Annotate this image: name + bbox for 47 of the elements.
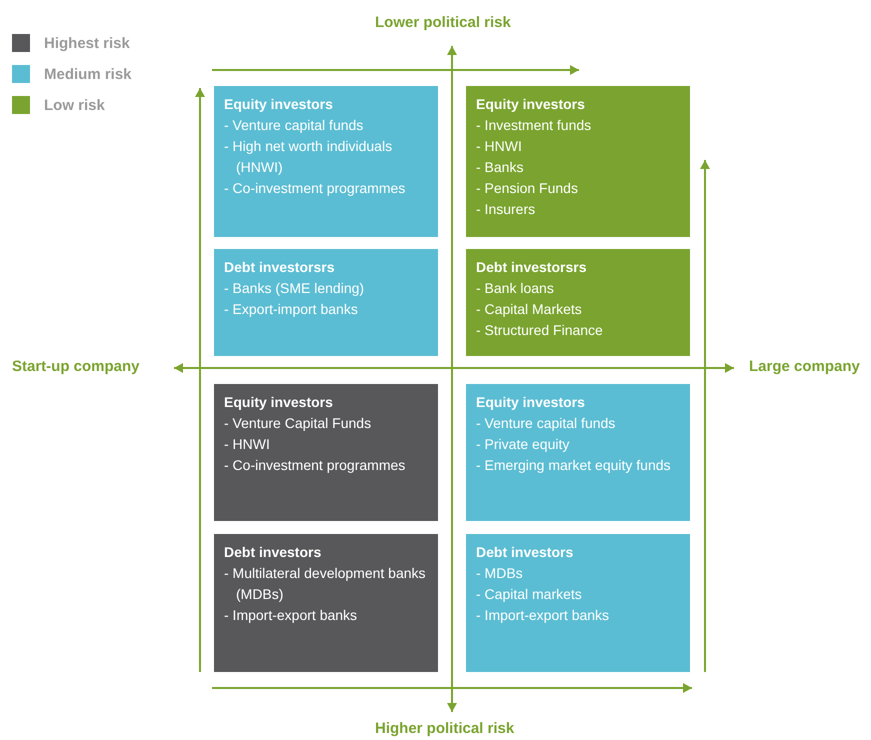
list-item: - Structured Finance — [476, 321, 604, 340]
list-item: - Capital Markets — [476, 300, 583, 319]
box-heading: Equity investors — [476, 393, 586, 412]
legend-label: Highest risk — [44, 34, 130, 52]
list-item: - Venture capital funds — [476, 414, 616, 433]
box-heading: Equity investors — [224, 393, 334, 412]
list-item: - Emerging market equity funds — [476, 456, 672, 475]
list-item: - Co-investment programmes — [224, 179, 406, 198]
investor-box — [466, 534, 690, 672]
box-heading: Equity investors — [476, 95, 586, 114]
list-item: - Insurers — [476, 200, 536, 219]
list-item: - MDBs — [476, 564, 524, 583]
legend-label: Medium risk — [44, 66, 132, 82]
list-item: - Investment funds — [476, 116, 592, 135]
list-item: - Multilateral development banks (MDBs) — [224, 564, 427, 604]
list-item: - Co-investment programmes — [224, 456, 406, 475]
box-heading: Equity investors — [224, 95, 334, 114]
list-item: - Banks (SME lending) — [224, 279, 366, 298]
list-item: - HNWI — [224, 435, 271, 454]
list-item: - HNWI — [476, 137, 523, 156]
axis-label: Start-up company — [12, 358, 140, 375]
investor-box — [214, 384, 438, 521]
list-item: - Capital markets — [476, 585, 583, 604]
list-item: - Import-export banks — [476, 606, 610, 625]
list-item: - Export-import banks — [224, 300, 359, 319]
box-heading: Debt investors — [224, 543, 322, 562]
investor-box — [214, 86, 438, 237]
list-item: - Venture Capital Funds — [224, 414, 372, 433]
box-heading: Debt investorsrs — [476, 258, 588, 277]
box-heading: Debt investors — [476, 543, 574, 562]
axis-label: Higher political risk — [375, 720, 514, 737]
list-item: - Import-export banks — [224, 606, 358, 625]
list-item: - Private equity — [476, 435, 570, 454]
axis-label: Large company — [749, 358, 860, 375]
list-item: - Bank loans — [476, 279, 555, 298]
box-heading: Debt investorsrs — [224, 258, 336, 277]
investor-box — [214, 249, 438, 356]
list-item: - Pension Funds — [476, 179, 579, 198]
investor-box — [466, 384, 690, 521]
investor-box — [214, 534, 438, 672]
investor-box — [466, 86, 690, 237]
list-item: - Banks — [476, 158, 524, 177]
list-item: - High net worth individuals (HNWI) — [224, 137, 394, 177]
axis-label: Lower political risk — [375, 14, 511, 31]
legend-label: Low risk — [44, 96, 105, 114]
list-item: - Venture capital funds — [224, 116, 364, 135]
investor-box — [466, 249, 690, 356]
